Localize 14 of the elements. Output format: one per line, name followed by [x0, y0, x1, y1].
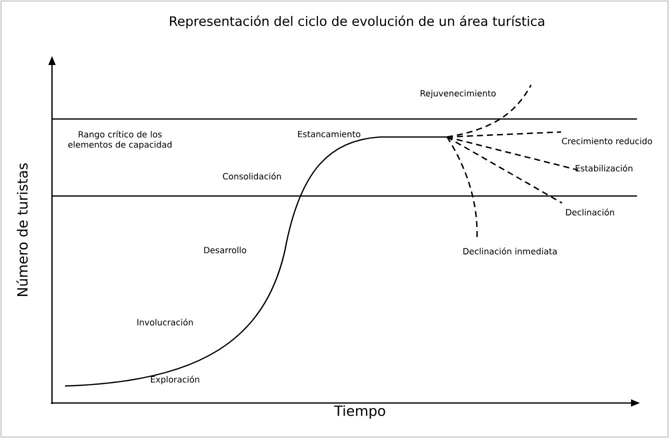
phase-label: Estancamiento [298, 130, 360, 138]
phase-label: Estabilización [576, 164, 632, 172]
axis-title: Número de turistas [16, 163, 28, 296]
phase-label: Declinación [566, 208, 614, 216]
phase-label: Involucración [137, 318, 193, 326]
phase-label: Exploración [151, 376, 200, 384]
phase-label: Crecimiento reducido [562, 138, 652, 144]
phase-label: Rango crítico de los elementos de capacidad [68, 130, 172, 150]
phase-label: Desarrollo [204, 246, 246, 254]
chart-title: Representación del ciclo de evolución de un área turística [170, 15, 544, 29]
axis-title: Tiempo [334, 405, 386, 419]
phase-label: Rejuvenecimiento [420, 90, 496, 98]
phase-label: Declinación inmediata [463, 248, 557, 254]
phase-label: Consolidación [222, 172, 281, 180]
